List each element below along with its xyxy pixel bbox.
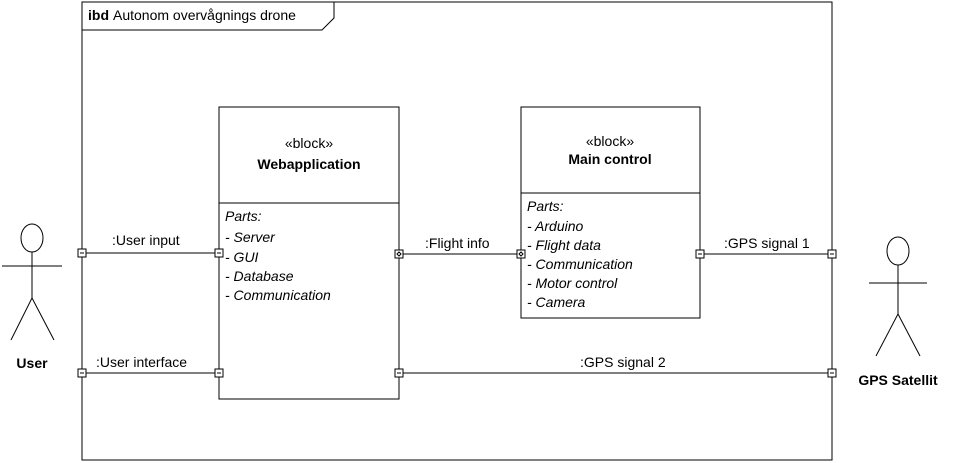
actor-user[interactable]: User (2, 223, 62, 371)
part-item: - Communication (225, 287, 331, 303)
port[interactable] (827, 368, 837, 378)
port[interactable] (77, 248, 87, 258)
stick-figure-icon (2, 223, 62, 341)
frame-title: Autonom overvågnings drone (113, 7, 296, 23)
diagram-frame (81, 1, 833, 461)
part-item: - Server (225, 229, 276, 245)
connector-label-gps-signal-2: :GPS signal 2 (580, 354, 666, 370)
parts-label: Parts: (527, 198, 564, 214)
port[interactable] (695, 249, 705, 259)
connector-label-user-input: :User input (112, 232, 180, 248)
frame-keyword: ibd (88, 7, 109, 23)
port[interactable] (516, 249, 526, 259)
actor-label: GPS Satellit (858, 372, 938, 388)
port[interactable] (394, 368, 404, 378)
part-item: - Arduino (527, 218, 584, 234)
part-item: - Flight data (527, 237, 601, 253)
actor-gps-satellit[interactable]: GPS Satellit (858, 236, 938, 388)
port[interactable] (827, 249, 837, 259)
connector-label-flight-info: :Flight info (425, 235, 490, 251)
port[interactable] (214, 248, 224, 258)
port[interactable] (77, 368, 87, 378)
connector-label-gps-signal-1: :GPS signal 1 (724, 235, 810, 251)
part-item: - Camera (527, 294, 586, 310)
parts-label: Parts: (225, 208, 262, 224)
actor-label: User (16, 355, 48, 371)
port[interactable] (214, 368, 224, 378)
webapplication-block[interactable]: «block» Webapplication Parts: - Server -… (218, 106, 400, 400)
part-item: - Communication (527, 256, 633, 272)
part-item: - GUI (225, 249, 259, 265)
block-name: Webapplication (257, 156, 360, 172)
main-control-block[interactable]: «block» Main control Parts: - Arduino - … (520, 106, 701, 319)
frame-name-tab (82, 2, 335, 31)
part-item: - Database (225, 268, 294, 284)
stick-figure-icon (869, 236, 927, 357)
port[interactable] (394, 249, 404, 259)
part-item: - Motor control (527, 275, 618, 291)
block-stereotype: «block» (285, 135, 333, 151)
connector-label-user-interface: :User interface (96, 354, 187, 370)
block-stereotype: «block» (586, 133, 634, 149)
block-name: Main control (568, 151, 651, 167)
